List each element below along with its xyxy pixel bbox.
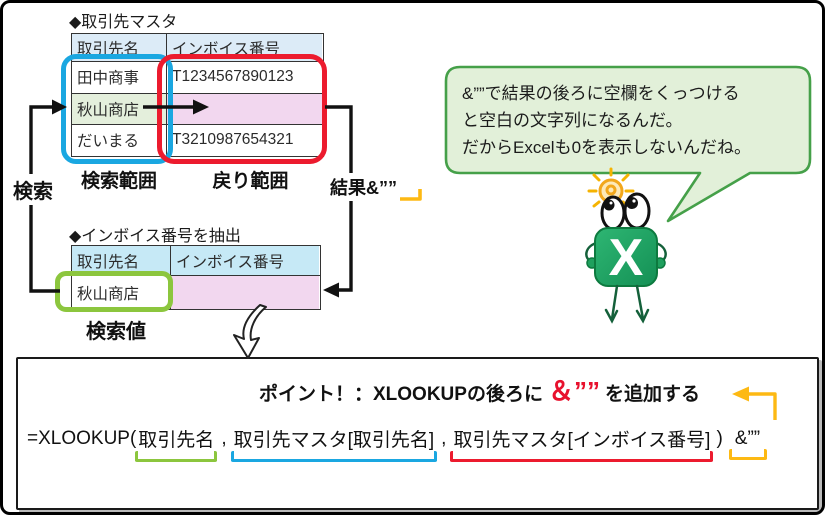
lightbulb-icon: [587, 167, 635, 211]
table-row: だいまる T3210987654321: [72, 124, 323, 156]
cell-customer-name-match: 秋山商店: [72, 93, 167, 124]
cell-customer-name: だいまる: [72, 125, 167, 156]
mascot-arms: [585, 241, 667, 264]
header-cell-name: 取引先名: [72, 246, 171, 275]
master-table-title: ◆取引先マスタ: [69, 14, 178, 31]
formula-close-paren: ): [716, 427, 723, 449]
excel-x-letter: X: [609, 229, 644, 287]
formula-arg-lookup-value: 取引先名: [135, 425, 218, 462]
cell-invoice-number: T3210987654321: [172, 131, 294, 149]
search-label: 検索: [10, 174, 56, 205]
result-arrowhead: [323, 282, 339, 298]
search-arrowhead: [52, 99, 67, 115]
return-range-label: 戻り範囲: [212, 171, 289, 192]
formula-comma: ,: [441, 427, 447, 449]
mascot-legs: [604, 284, 650, 324]
formula-empty-string-suffix: &””: [728, 427, 768, 460]
point-box: [16, 357, 819, 510]
master-header-row: 取引先名 インボイス番号: [72, 34, 323, 61]
cell-invoice-number: T1234567890123: [172, 68, 294, 86]
search-value-label: 検索値: [86, 321, 146, 343]
result-label: 結果&””: [327, 173, 400, 201]
formula-line: =XLOOKUP( 取引先名 , 取引先マスタ[取引先名] , 取引先マスタ[イ…: [27, 425, 768, 462]
header-cell-name: 取引先名: [72, 34, 167, 61]
master-table: 取引先名 インボイス番号 田中商事 T1234567890123 秋山商店 だい…: [71, 33, 324, 157]
googly-eyes-icon: [600, 192, 651, 231]
cell-search-value: 秋山商店: [72, 276, 171, 309]
mascot-hand: [586, 257, 598, 269]
cell-customer-name: 田中商事: [72, 62, 167, 93]
search-range-label: 検索範囲: [80, 171, 157, 192]
bubble-line: &””で結果の後ろに空欄をくっつける: [462, 84, 740, 103]
point-highlight: ＆””: [547, 375, 600, 406]
point-suffix: を追加する: [604, 383, 700, 405]
table-row: 田中商事 T1234567890123: [72, 61, 323, 93]
bubble-line: だからExcelも0を表示しないんだね。: [462, 138, 752, 157]
header-cell-invoice: インボイス番号: [171, 246, 319, 275]
mascot-hand: [654, 257, 666, 269]
table-row: 秋山商店: [72, 92, 323, 124]
bubble-line: と空白の文字列になるんだ。: [462, 111, 683, 130]
extract-header-row: 取引先名 インボイス番号: [72, 246, 320, 275]
extract-table: 取引先名 インボイス番号 秋山商店: [71, 245, 321, 310]
extract-table-title: ◆インボイス番号を抽出: [69, 228, 241, 245]
formula-arg-return-array: 取引先マスタ[インボイス番号]: [450, 425, 714, 462]
excel-mascot: X: [585, 167, 667, 324]
cell-invoice-number-empty: [167, 93, 322, 124]
formula-arg-lookup-array: 取引先マスタ[取引先名]: [230, 425, 437, 462]
point-prefix: ポイント！：XLOOKUPの後ろに: [259, 383, 543, 405]
mascot-body: [594, 227, 658, 287]
table-row: 秋山商店: [72, 275, 320, 309]
speech-bubble-text: &””で結果の後ろに空欄をくっつける と空白の文字列になるんだ。 だからExce…: [462, 80, 751, 161]
formula-head: =XLOOKUP(: [27, 427, 137, 449]
cell-result-empty: [171, 276, 319, 309]
header-cell-invoice: インボイス番号: [167, 34, 322, 61]
curved-down-arrow: [233, 304, 267, 359]
point-headline: ポイント！：XLOOKUPの後ろに ＆”” を追加する: [259, 374, 700, 410]
formula-comma: ,: [221, 427, 227, 449]
